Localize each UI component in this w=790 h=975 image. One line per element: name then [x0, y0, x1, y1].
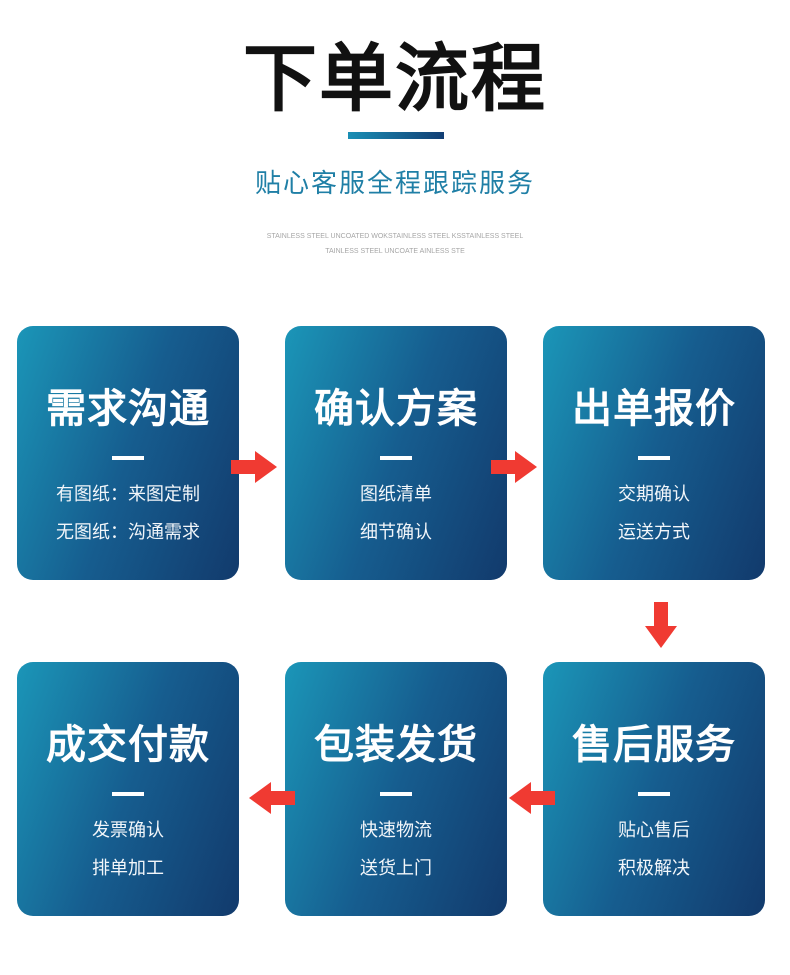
step-title: 出单报价	[572, 386, 736, 432]
fine-print-line-2: TAINLESS STEEL UNCOATE AINLESS STE	[325, 248, 465, 255]
step-detail: 有图纸：来图定制	[56, 484, 200, 505]
step-detail: 积极解决	[618, 858, 690, 879]
step-card-demand: 需求沟通 有图纸：来图定制 无图纸：沟通需求	[17, 326, 239, 580]
step-card-quote: 出单报价 交期确认 运送方式	[543, 326, 765, 580]
step-detail: 快速物流	[360, 820, 432, 841]
arrow-down-icon	[645, 602, 677, 648]
step-detail: 细节确认	[360, 522, 432, 543]
step-detail: 发票确认	[92, 820, 164, 841]
step-divider	[112, 456, 144, 460]
step-detail: 送货上门	[360, 858, 432, 879]
step-card-payment: 成交付款 发票确认 排单加工	[17, 662, 239, 916]
step-divider	[638, 456, 670, 460]
arrow-right-icon	[491, 451, 537, 483]
step-divider	[112, 792, 144, 796]
page-subtitle: 贴心客服全程跟踪服务	[254, 169, 535, 199]
step-detail: 交期确认	[618, 484, 690, 505]
arrow-left-icon	[509, 782, 555, 814]
step-detail: 运送方式	[618, 522, 690, 543]
step-title: 售后服务	[572, 722, 736, 768]
step-detail: 无图纸：沟通需求	[56, 522, 200, 543]
step-card-confirm-plan: 确认方案 图纸清单 细节确认	[285, 326, 507, 580]
arrow-right-icon	[231, 451, 277, 483]
step-detail: 图纸清单	[360, 484, 432, 505]
step-card-shipping: 包装发货 快速物流 送货上门	[285, 662, 507, 916]
step-card-after-sales: 售后服务 贴心售后 积极解决	[543, 662, 765, 916]
step-title: 成交付款	[46, 722, 210, 768]
fine-print-line-1: STAINLESS STEEL UNCOATED WOKSTAINLESS ST…	[266, 233, 524, 240]
step-divider	[380, 456, 412, 460]
step-title: 需求沟通	[46, 386, 210, 432]
title-underline	[348, 132, 444, 139]
arrow-left-icon	[249, 782, 295, 814]
step-title: 确认方案	[314, 386, 478, 432]
step-detail: 排单加工	[92, 858, 164, 879]
step-divider	[380, 792, 412, 796]
step-divider	[638, 792, 670, 796]
page-title: 下单流程	[243, 36, 547, 122]
step-detail: 贴心售后	[618, 820, 690, 841]
step-title: 包装发货	[314, 722, 478, 768]
